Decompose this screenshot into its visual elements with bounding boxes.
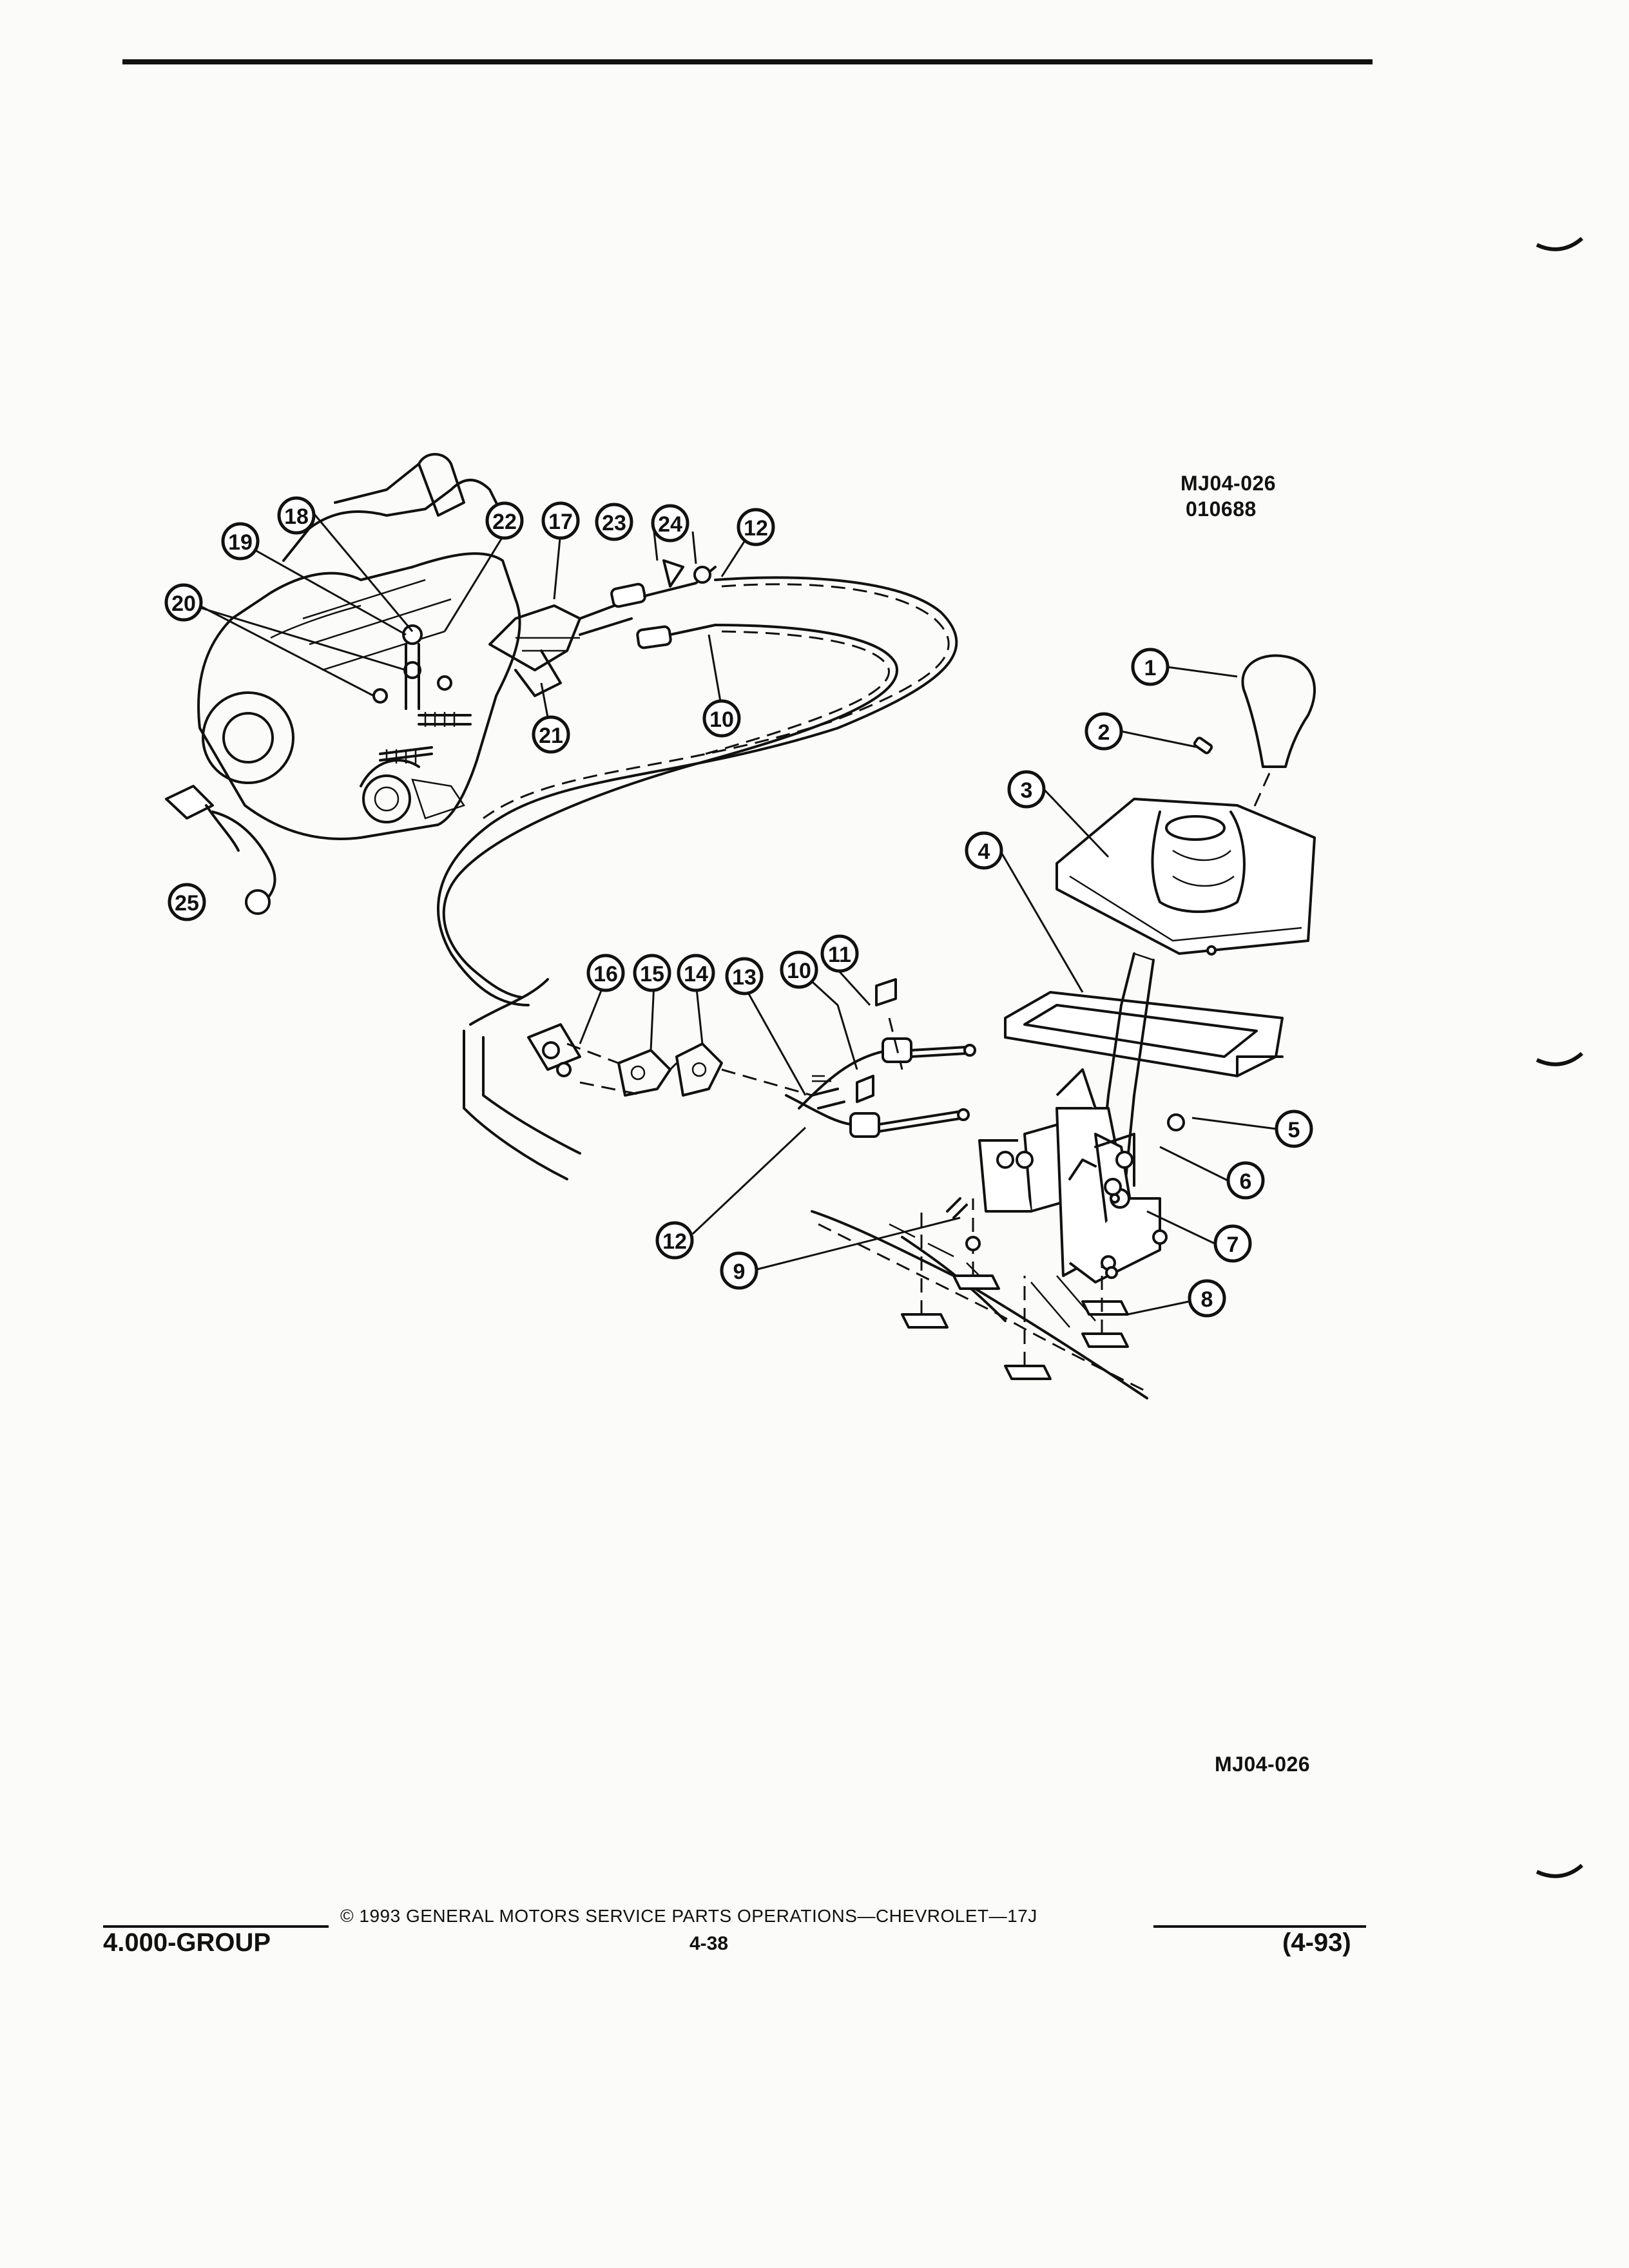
callout-15: 15 xyxy=(633,954,671,992)
svg-text:25: 25 xyxy=(175,891,199,916)
shifter-assembly xyxy=(811,654,1316,1399)
callout-2: 2 xyxy=(1084,712,1123,751)
callout-3: 3 xyxy=(1007,770,1046,809)
callout-8: 8 xyxy=(1188,1279,1226,1318)
callout-10-upper: 10 xyxy=(702,699,741,738)
svg-text:22: 22 xyxy=(492,510,517,534)
svg-text:12: 12 xyxy=(662,1229,687,1254)
callout-14: 14 xyxy=(677,954,715,992)
svg-text:17: 17 xyxy=(548,510,573,534)
figure-code: MJ04-026 xyxy=(1181,472,1277,495)
svg-text:10: 10 xyxy=(709,707,734,732)
callout-25: 25 xyxy=(168,883,206,921)
svg-text:15: 15 xyxy=(640,962,664,986)
callout-1: 1 xyxy=(1131,648,1170,686)
footer-group: 4.000-GROUP xyxy=(103,1928,271,1957)
svg-text:12: 12 xyxy=(744,516,768,541)
cable-bracket-assembly xyxy=(463,978,845,1180)
callout-22: 22 xyxy=(485,501,524,540)
binder-mark xyxy=(1536,1863,1584,1878)
footer-page-number: 4-38 xyxy=(689,1933,729,1954)
callout-13: 13 xyxy=(725,957,764,995)
callout-23: 23 xyxy=(595,503,633,541)
shift-cables xyxy=(437,576,958,1006)
top-rule xyxy=(122,59,1373,64)
callout-4: 4 xyxy=(965,831,1003,870)
svg-text:23: 23 xyxy=(602,511,626,535)
callout-6: 6 xyxy=(1226,1161,1265,1200)
svg-text:20: 20 xyxy=(171,591,196,616)
callout-17: 17 xyxy=(541,501,580,540)
callout-11: 11 xyxy=(820,934,859,973)
svg-text:3: 3 xyxy=(1021,778,1033,803)
callout-20: 20 xyxy=(164,583,203,622)
callout-18: 18 xyxy=(277,496,316,535)
figure-date: 010688 xyxy=(1186,497,1257,521)
callout-21: 21 xyxy=(532,715,570,754)
callout-12-lower: 12 xyxy=(655,1221,694,1260)
callout-24: 24 xyxy=(651,504,689,543)
svg-text:8: 8 xyxy=(1201,1287,1213,1312)
footer-copyright: © 1993 GENERAL MOTORS SERVICE PARTS OPER… xyxy=(340,1906,1037,1926)
svg-text:14: 14 xyxy=(684,962,708,986)
transmission-assembly xyxy=(197,453,717,840)
footer-rule-left xyxy=(103,1925,329,1928)
footer-rule-right xyxy=(1153,1925,1366,1928)
svg-text:10: 10 xyxy=(787,959,811,983)
callout-9: 9 xyxy=(720,1251,758,1290)
callout-10-lower: 10 xyxy=(780,950,818,989)
svg-text:11: 11 xyxy=(828,943,851,967)
svg-text:24: 24 xyxy=(658,512,682,537)
binder-mark xyxy=(1536,236,1584,251)
svg-text:18: 18 xyxy=(284,505,309,529)
svg-text:5: 5 xyxy=(1288,1118,1300,1142)
callout-7: 7 xyxy=(1213,1224,1252,1263)
svg-text:19: 19 xyxy=(228,530,253,555)
svg-text:4: 4 xyxy=(978,840,990,864)
callout-19: 19 xyxy=(221,522,260,561)
binder-mark xyxy=(1536,1052,1584,1066)
callout-5: 5 xyxy=(1275,1110,1313,1148)
callout-16: 16 xyxy=(586,954,625,992)
svg-text:7: 7 xyxy=(1227,1233,1239,1257)
svg-text:9: 9 xyxy=(733,1260,746,1284)
svg-text:6: 6 xyxy=(1240,1169,1252,1194)
shifter-cable-ends xyxy=(785,978,976,1138)
svg-text:16: 16 xyxy=(593,962,618,986)
leader-lines xyxy=(193,513,1277,1316)
svg-text:21: 21 xyxy=(539,724,563,748)
figure-code-bottom: MJ04-026 xyxy=(1215,1753,1311,1776)
switch-harness xyxy=(165,785,276,915)
svg-text:2: 2 xyxy=(1098,720,1110,745)
svg-text:13: 13 xyxy=(732,965,757,990)
footer-revision: (4-93) xyxy=(1282,1928,1351,1957)
svg-text:1: 1 xyxy=(1144,656,1157,680)
callout-12-upper: 12 xyxy=(737,508,775,546)
